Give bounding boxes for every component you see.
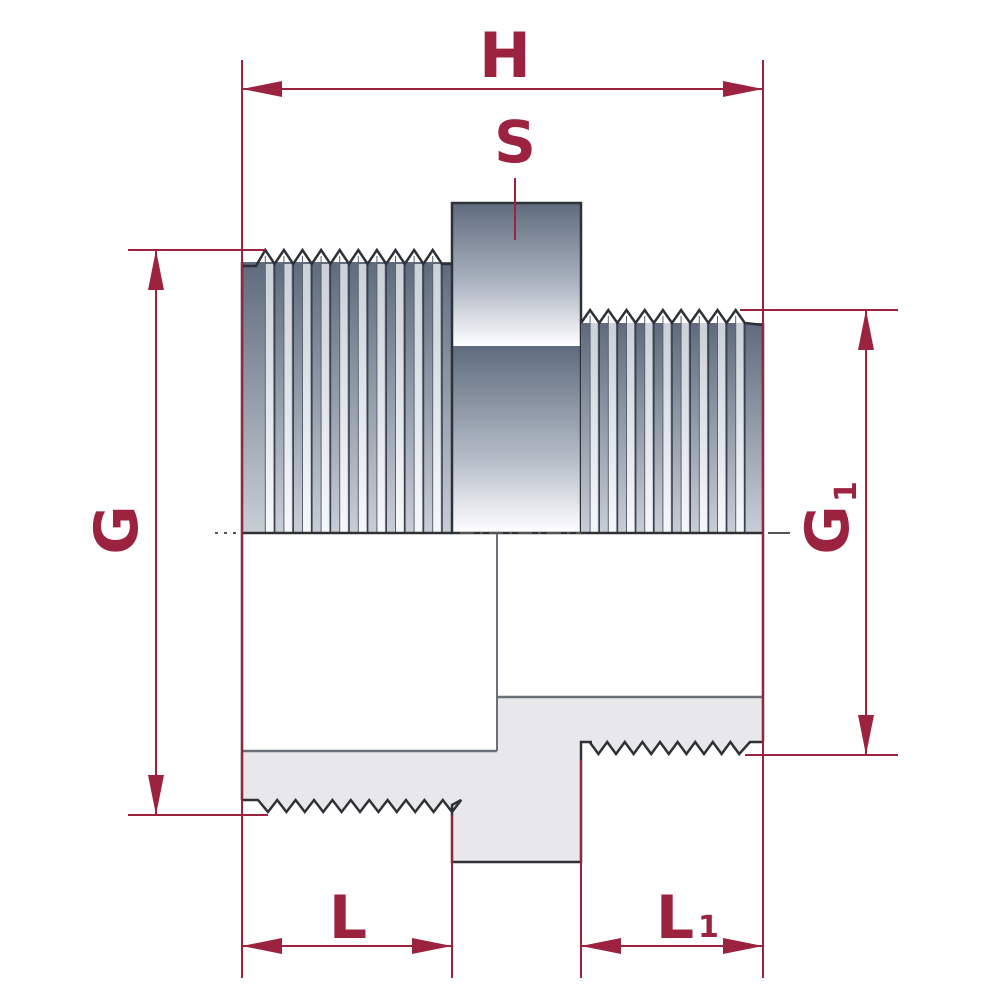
- label-L: L: [329, 883, 367, 953]
- dimension-labels: H S G G 1 L L 1: [82, 19, 864, 953]
- large-thread-exterior: [240, 247, 452, 533]
- section-view: [240, 533, 765, 864]
- label-H: H: [479, 19, 531, 92]
- large-thread-ribs: [264, 256, 443, 533]
- label-S: S: [494, 108, 536, 176]
- fitting-body: [215, 201, 790, 864]
- small-thread-ribs: [589, 316, 746, 533]
- label-G1-sub: 1: [829, 481, 864, 502]
- label-L1-main: L: [656, 883, 694, 953]
- small-thread-exterior: [579, 307, 765, 533]
- label-L1-sub: 1: [698, 910, 719, 945]
- label-G1-main: G: [793, 505, 863, 554]
- dimension-lines: [128, 60, 898, 978]
- label-G: G: [82, 505, 152, 554]
- hexagon-body: [450, 201, 583, 535]
- label-G1: G 1: [793, 481, 864, 555]
